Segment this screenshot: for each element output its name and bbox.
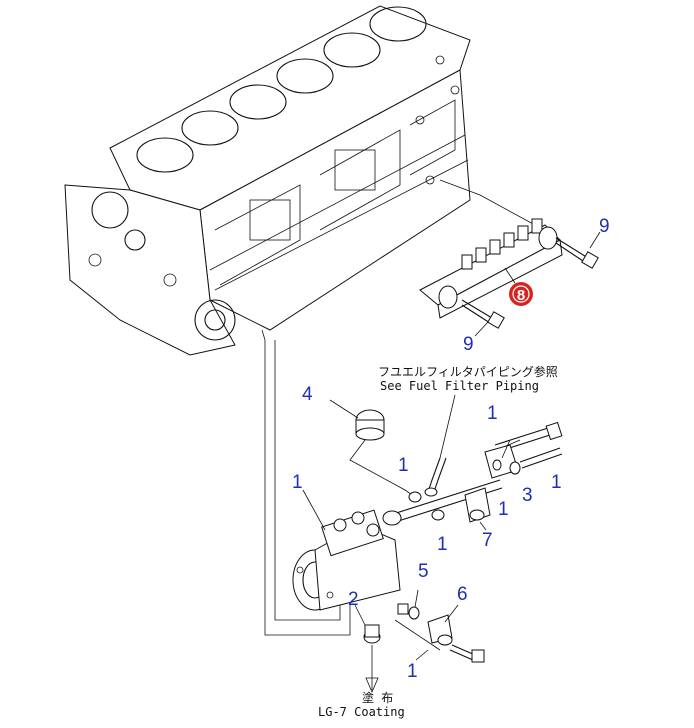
note-coating-en: LG-7 Coating — [318, 705, 405, 719]
callout-2: 2 — [348, 589, 359, 610]
callout-1-hose-a: 1 — [398, 455, 409, 476]
callout-6: 6 — [457, 584, 468, 605]
mounting-hardware — [354, 589, 485, 694]
fuel-rail-assembly — [419, 218, 563, 319]
note-fuel-filter-jp: フユエルフィルタパイピング参照 — [378, 364, 558, 379]
rail-bolt-right — [555, 231, 601, 269]
callout-9-right: 9 — [599, 216, 610, 237]
rail-injector-ports — [461, 218, 543, 270]
callout-numbers: 9 9 4 1 1 3 1 1 1 7 1 5 6 2 1 — [292, 216, 610, 682]
callout-9-left: 9 — [463, 334, 474, 355]
reference-notes: フユエルフィルタパイピング参照 See Fuel Filter Piping 塗… — [318, 364, 558, 719]
callout-1-right: 1 — [551, 472, 562, 493]
callout-8-label: 8 — [517, 287, 525, 304]
callout-1-pump: 1 — [292, 472, 303, 493]
callout-7: 7 — [482, 530, 493, 551]
callout-1-top: 1 — [487, 403, 498, 424]
engine-block — [64, 5, 536, 356]
union-fitting — [464, 487, 491, 531]
supply-pump — [292, 489, 402, 611]
fuel-filter-pipe — [424, 394, 456, 497]
pressure-sensor — [329, 399, 416, 498]
note-coating-jp: 塗 布 — [362, 690, 393, 705]
rail-bolt-left — [461, 299, 505, 337]
callout-8-highlight: 8 — [509, 282, 533, 306]
banjo-bolts-group — [484, 421, 563, 479]
callout-3: 3 — [522, 485, 533, 506]
callout-4: 4 — [302, 384, 313, 405]
note-fuel-filter-en: See Fuel Filter Piping — [380, 379, 539, 393]
callout-5: 5 — [418, 561, 429, 582]
cylinder-bores — [136, 6, 427, 173]
callout-1-bottom: 1 — [407, 661, 418, 682]
callout-1-mid: 1 — [498, 499, 509, 520]
callout-1-hose-b: 1 — [437, 534, 448, 555]
